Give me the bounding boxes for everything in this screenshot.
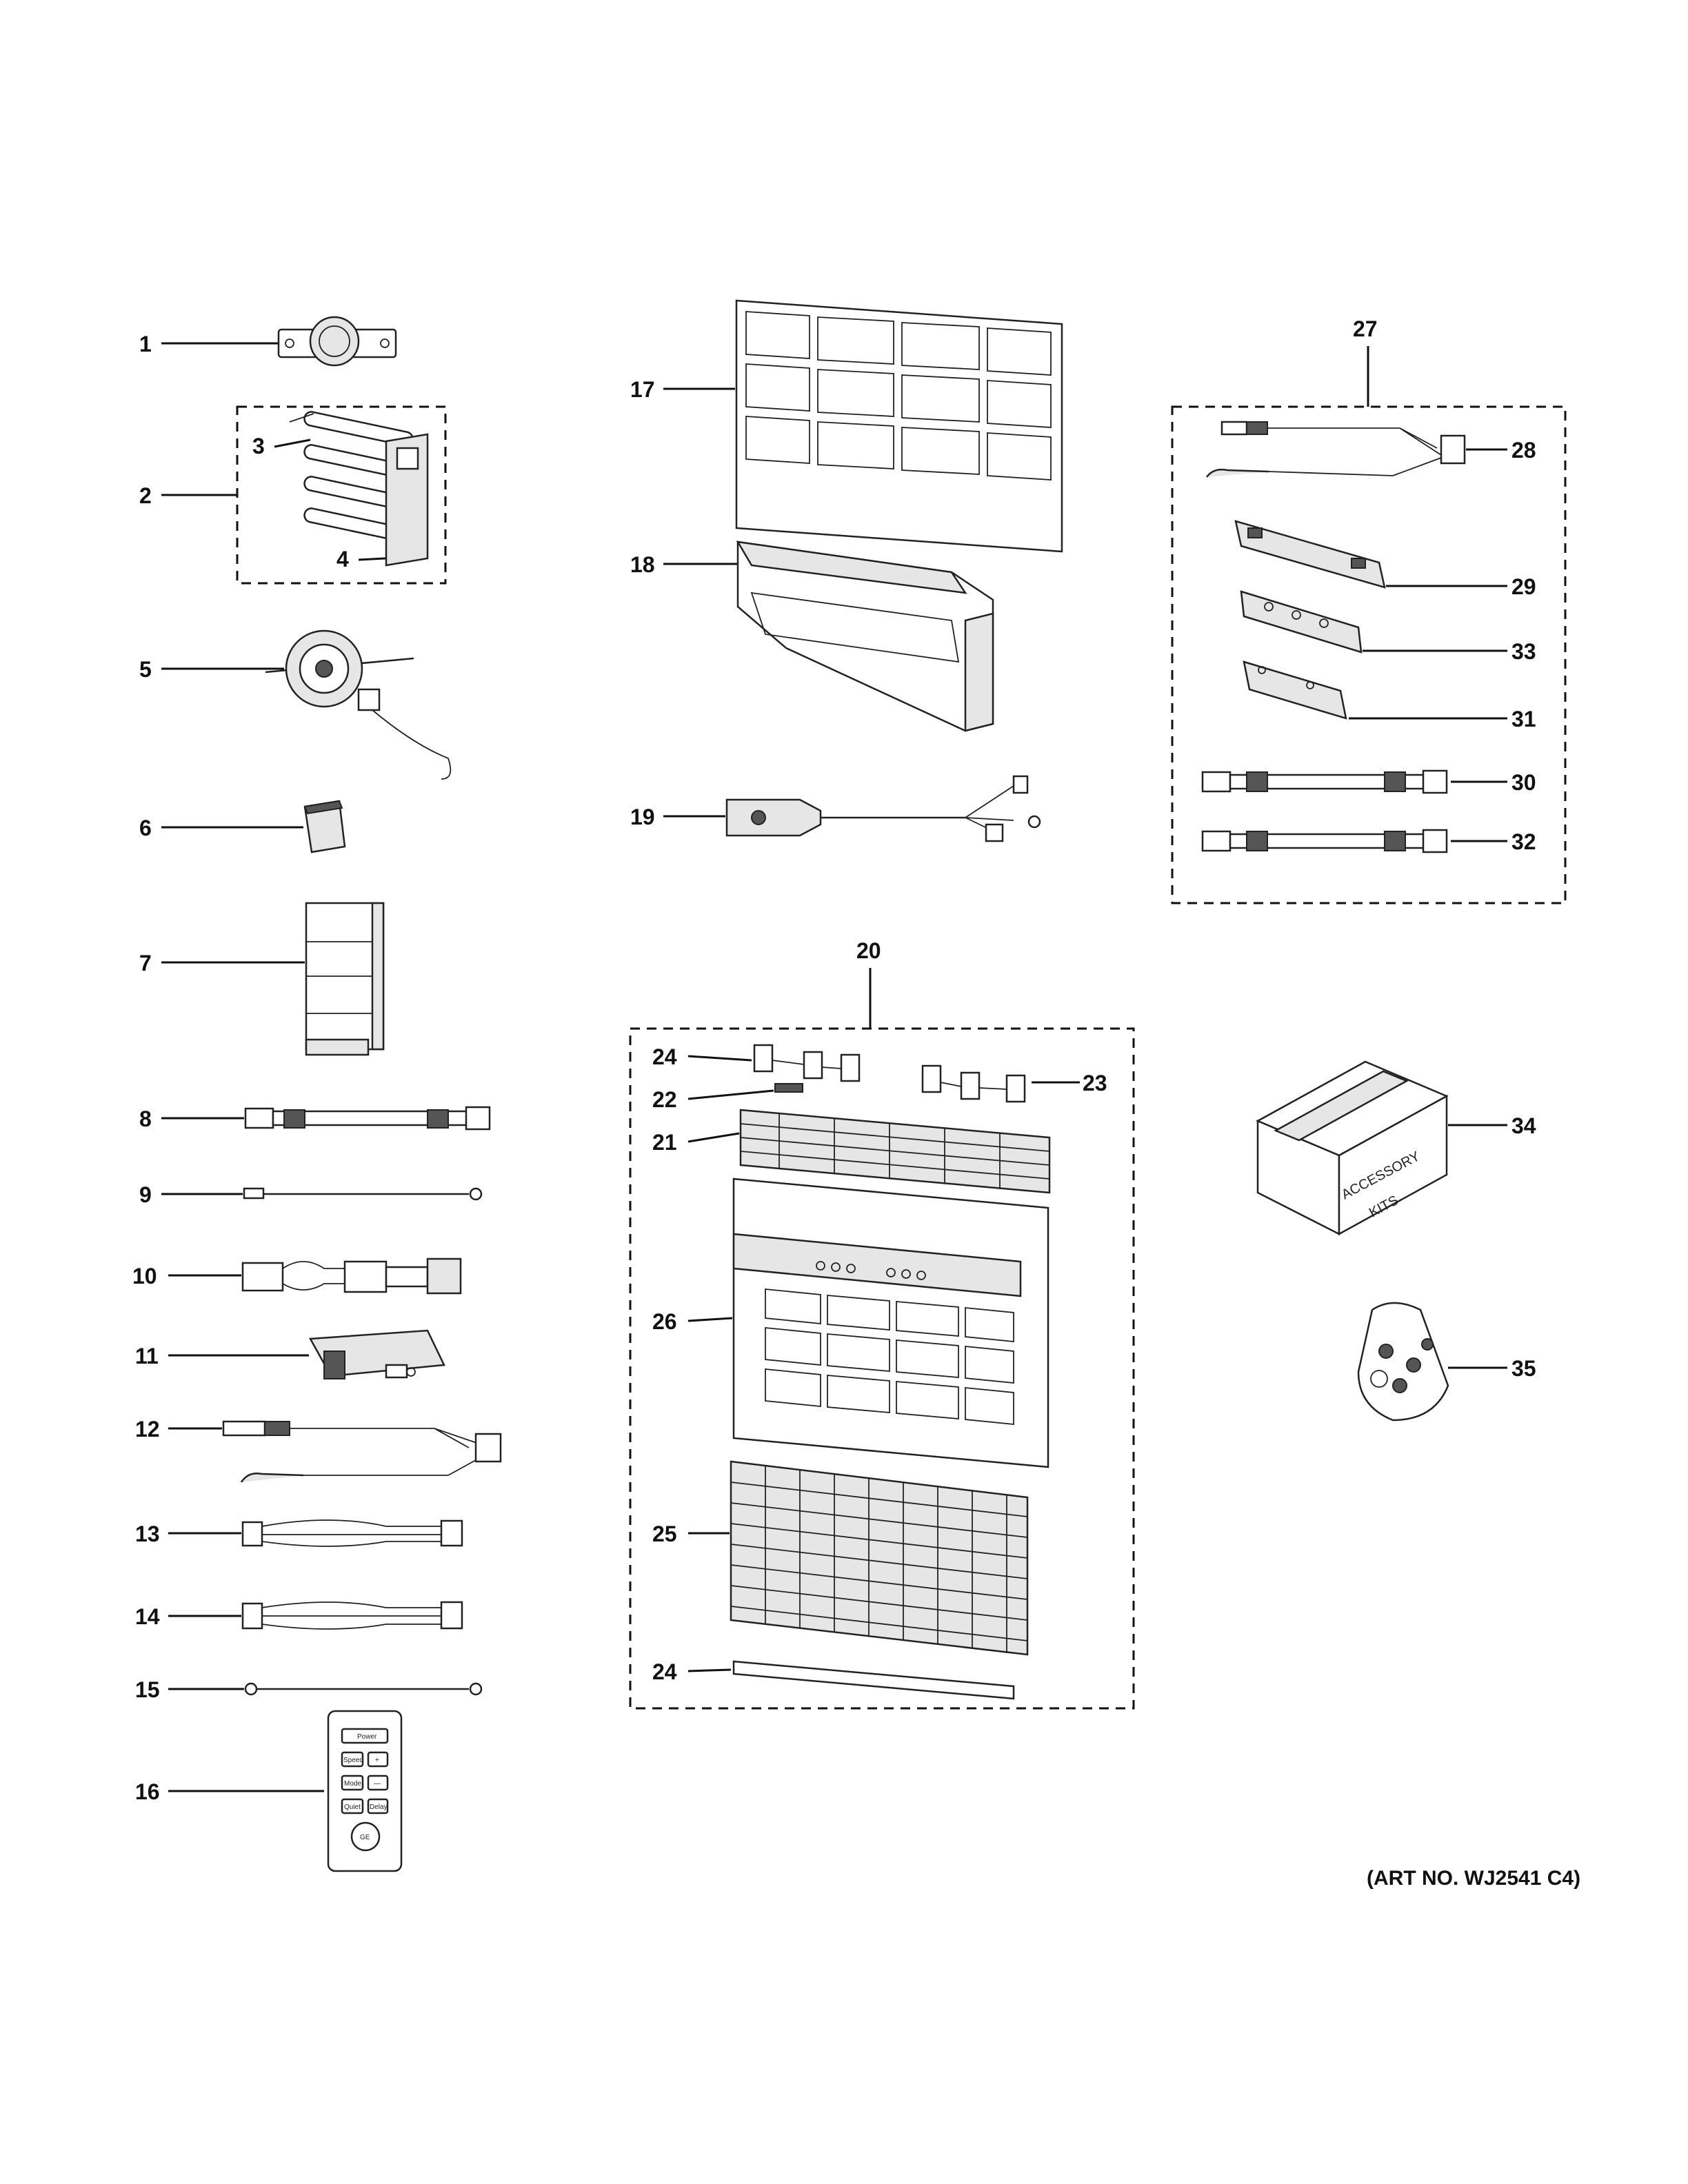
part-19-power-cord: 19 xyxy=(630,775,1041,842)
part-7-panel: 7 xyxy=(139,902,385,1056)
part-27-control-kit: 27 28 29 33 31 30 xyxy=(1171,316,1567,904)
callout-13: 13 xyxy=(135,1521,160,1546)
callout-31: 31 xyxy=(1511,707,1536,731)
art-number: (ART NO. WJ2541 C4) xyxy=(1367,1867,1580,1890)
remote-mode-label: Mode xyxy=(344,1780,361,1788)
callout-9: 9 xyxy=(139,1182,152,1207)
part-18-housing: 18 xyxy=(630,540,994,732)
part-35-hardware-bag: 35 xyxy=(1357,1302,1536,1422)
remote-quiet-label: Quiet xyxy=(344,1803,361,1811)
callout-25: 25 xyxy=(652,1521,677,1546)
callout-23: 23 xyxy=(1083,1071,1107,1095)
callout-26: 26 xyxy=(652,1309,677,1334)
part-9-lead-wire: 9 xyxy=(139,1182,483,1207)
callout-12: 12 xyxy=(135,1417,160,1442)
remote-delay-label: Delay xyxy=(370,1803,388,1811)
part-2-heater-assembly: 2 3 4 xyxy=(139,405,447,585)
callout-3: 3 xyxy=(252,434,265,458)
callout-16: 16 xyxy=(135,1779,160,1804)
callout-15: 15 xyxy=(135,1677,160,1702)
part-11-control-board: 11 xyxy=(135,1329,445,1379)
callout-33: 33 xyxy=(1511,639,1536,664)
part-10-connector-harness: 10 xyxy=(132,1257,462,1295)
callout-8: 8 xyxy=(139,1106,152,1131)
part-8-wire-harness: 8 xyxy=(139,1106,491,1131)
part-1-sensor: 1 xyxy=(139,316,397,367)
part-5-fan-motor: 5 xyxy=(139,629,452,780)
callout-34: 34 xyxy=(1511,1113,1536,1138)
callout-17: 17 xyxy=(630,377,655,402)
callout-5: 5 xyxy=(139,657,152,682)
part-14-ribbon-harness: 14 xyxy=(135,1601,463,1630)
remote-minus-label: — xyxy=(374,1780,381,1788)
callout-11: 11 xyxy=(135,1344,159,1368)
callout-32: 32 xyxy=(1511,829,1536,854)
part-12-sensor-harness: 12 xyxy=(135,1417,502,1483)
remote-plus-label: + xyxy=(375,1757,379,1764)
callout-1: 1 xyxy=(139,332,152,356)
callout-19: 19 xyxy=(630,805,655,829)
callout-24-top: 24 xyxy=(652,1044,677,1069)
callout-27: 27 xyxy=(1353,316,1378,341)
callout-21: 21 xyxy=(652,1130,677,1155)
part-34-accessory-kits-box: 34 ACCESSORY KITS xyxy=(1256,1060,1536,1236)
callout-18: 18 xyxy=(630,552,655,577)
part-15-ground-wire: 15 xyxy=(135,1677,483,1702)
callout-14: 14 xyxy=(135,1604,160,1629)
callout-4: 4 xyxy=(336,547,349,572)
ge-logo-icon xyxy=(350,1821,381,1852)
callout-2: 2 xyxy=(139,483,152,508)
callout-30: 30 xyxy=(1511,770,1536,795)
callout-10: 10 xyxy=(132,1264,157,1288)
part-13-ribbon-harness: 13 xyxy=(135,1519,463,1547)
part-20-front-assembly: 20 24 22 23 21 xyxy=(629,938,1135,1710)
part-6-block: 6 xyxy=(139,800,346,853)
callout-22: 22 xyxy=(652,1087,677,1112)
remote-speed-label: Speed xyxy=(343,1757,363,1764)
callout-29: 29 xyxy=(1511,574,1536,599)
callout-7: 7 xyxy=(139,951,152,975)
callout-35: 35 xyxy=(1511,1356,1536,1381)
part-16-remote-control: 16 Power Speed + Mode — Quiet Delay GE xyxy=(135,1710,403,1872)
callout-24-bottom: 24 xyxy=(652,1659,677,1684)
part-17-filter: 17 xyxy=(630,299,1063,553)
remote-power-label: Power xyxy=(357,1733,377,1741)
callout-20: 20 xyxy=(856,938,881,963)
remote-logo-label: GE xyxy=(360,1834,370,1841)
callout-6: 6 xyxy=(139,816,152,840)
callout-28: 28 xyxy=(1511,438,1536,463)
